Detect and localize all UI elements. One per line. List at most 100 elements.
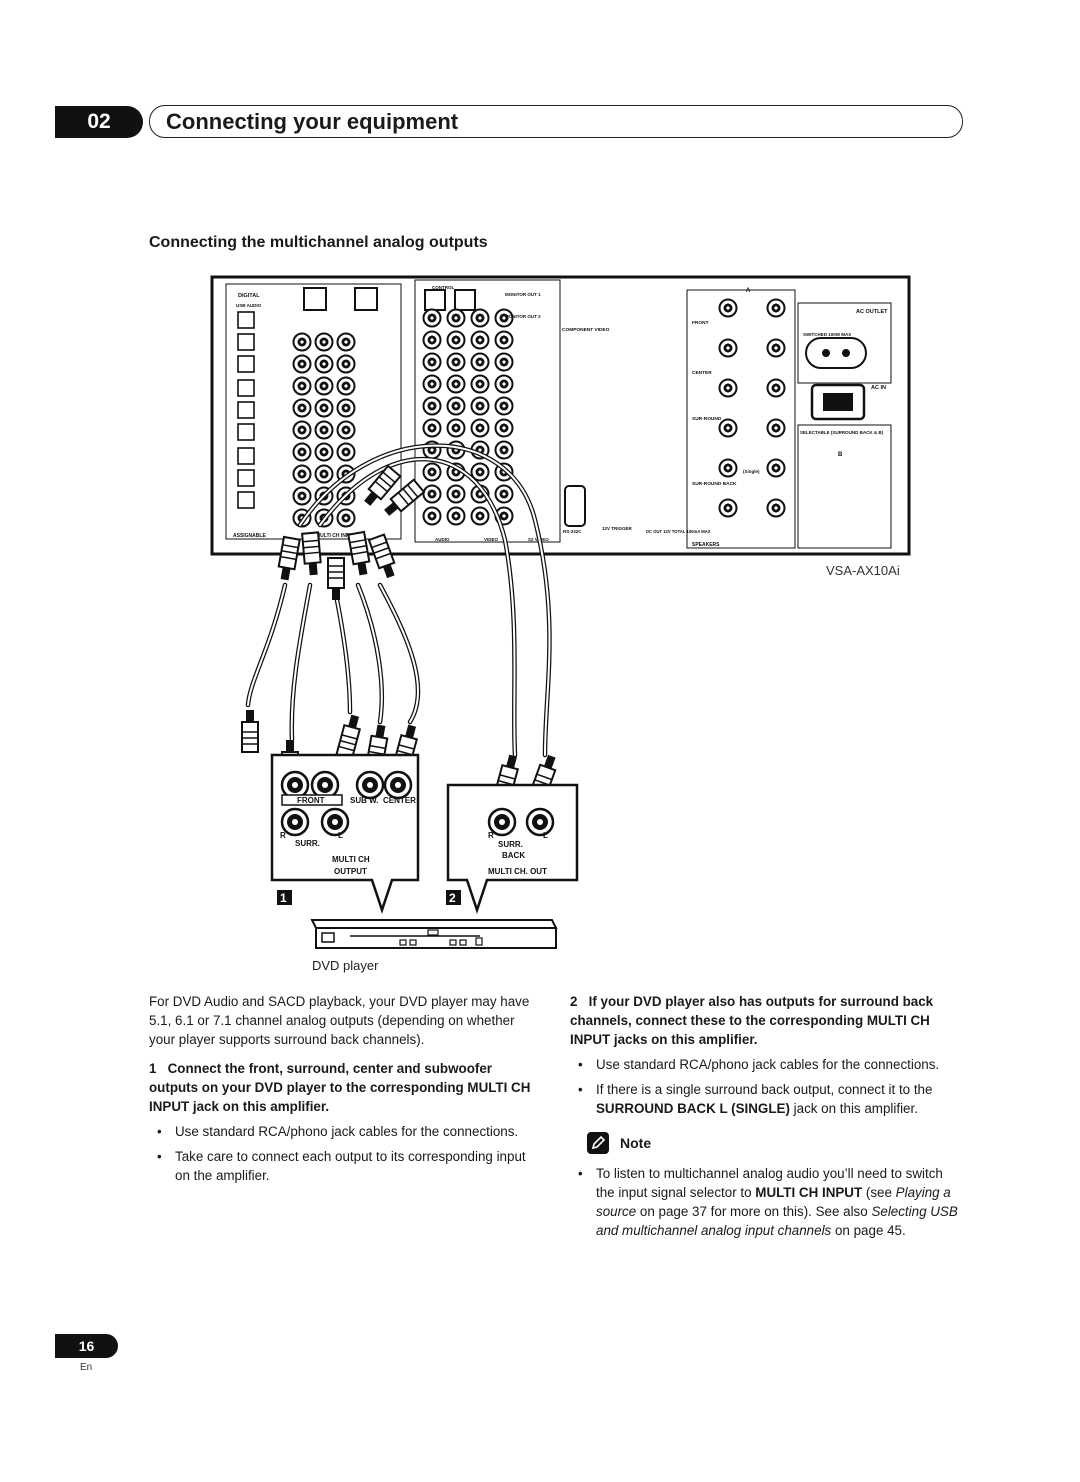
rca-jack [314,354,334,374]
model-name: VSA-AX10Ai [826,563,900,578]
rca-jack [446,506,466,526]
rca-jack [422,374,442,394]
rca-jack [292,332,312,352]
rca-jack [446,374,466,394]
label-multi-ch-input: MULTI CH INPUT [316,533,356,539]
output2-r-label: R [488,831,494,840]
output-center-label: CENTER [383,796,416,805]
rca-jack [314,332,334,352]
label-trigger: 12V TRIGGER [602,526,633,531]
rca-jack [718,338,738,358]
bullet-text: Use standard RCA/phono jack cables for t… [596,1057,940,1072]
rca-jack [494,418,514,438]
step-1-text: Connect the front, surround, center and … [149,1061,531,1114]
label-assignable: ASSIGNABLE [233,533,266,539]
language-code: En [80,1362,93,1373]
rca-jack [422,418,442,438]
output-l-label: L [338,831,343,840]
rca-jack [766,418,786,438]
rca-jack [336,376,356,396]
note-bold-text: MULTI CH INPUT [755,1185,863,1200]
rca-jack [336,508,356,528]
rca-jack [314,398,334,418]
chapter-title: Connecting your equipment [166,109,459,134]
note-italic-text: Playing a source [596,1185,951,1219]
rca-jack [494,396,514,416]
dvd-player-label: DVD player [312,958,379,973]
bullet-text: Take care to connect each output to its … [175,1149,526,1183]
rca-jack [422,462,442,482]
rca-jack [718,498,738,518]
multi-ch-out-panel: SURR. BACK MULTI CH. OUT R L [446,783,579,914]
output-surr-label: SURR. [295,839,320,848]
output2-back-label: BACK [502,851,525,860]
output2-surr-label: SURR. [498,840,523,849]
rca-jack [718,418,738,438]
rca-jack [336,420,356,440]
label-ac-outlet: AC OUTLET [856,309,888,315]
receiver-rear-panel [210,275,911,556]
left-column: For DVD Audio and SACD playback, your DV… [149,992,544,1191]
right-column: 2 If your DVD player also has outputs fo… [570,992,962,1246]
note-text: To listen to multichannel analog audio y… [596,1166,943,1200]
label-rs232c: RS-232C [563,529,582,534]
list-item: •Use standard RCA/phono jack cables for … [578,1057,940,1072]
rca-jack [314,376,334,396]
output2-multi-ch-out-label: MULTI CH. OUT [488,867,547,876]
rca-jack [292,376,312,396]
rca-jack [292,486,312,506]
label-single: (Single) [743,469,760,474]
list-item: •Use standard RCA/phono jack cables for … [157,1124,519,1139]
output-subw-label: SUB W. [350,796,378,805]
rca-jack [766,338,786,358]
output-multich-label: MULTI CH [332,855,370,864]
rca-jack [336,442,356,462]
rca-jack [336,332,356,352]
bullet-text: Use standard RCA/phono jack cables for t… [175,1124,519,1139]
connection-diagram: DIGITAL USB AUDIO CONTROL MONITOR OUT 1 … [210,275,911,949]
rca-jack [446,396,466,416]
note-italic-text2: Selecting USB and multichannel analog in… [596,1204,958,1238]
label-audio: AUDIO [435,537,450,542]
rca-jack [494,374,514,394]
label-control: CONTROL [432,285,454,290]
rca-jack [470,418,490,438]
label-surround-back: SUR-ROUND BACK [692,481,737,487]
label-switched: SWITCHED 100W MAX [803,332,851,337]
label-monitor-out2: MONITOR OUT 2 [505,314,541,319]
rca-jack [292,442,312,462]
step-2-text: If your DVD player also has outputs for … [570,994,934,1047]
label-component-video: COMPONENT VIDEO [562,327,610,333]
step-2-number: 2 [570,994,578,1009]
page-number: 16 [55,1334,118,1358]
rca-jack [470,352,490,372]
rca-jack [766,298,786,318]
rca-jack [446,352,466,372]
label-monitor-out1: MONITOR OUT 1 [505,292,541,297]
output-front-label: FRONT [297,796,325,805]
rca-jack [470,374,490,394]
output2-l-label: L [543,831,548,840]
rca-jack [766,498,786,518]
label-digital: DIGITAL [238,293,260,299]
callout-2: 2 [449,891,456,905]
label-speaker-b: B [838,452,843,458]
rca-jack [766,378,786,398]
label-dc-out: DC OUT 12V TOTAL 100mA MAX [646,529,711,534]
label-surround: SUR-ROUND [692,416,722,422]
rca-jack [446,484,466,504]
section-title: Connecting the multichannel analog outpu… [149,234,488,251]
note-item: •To listen to multichannel analog audio … [578,1166,958,1238]
list-item: •If there is a single surround back outp… [578,1082,933,1116]
chapter-number: 02 [55,106,143,138]
label-ac-in: AC IN [871,385,886,391]
rca-jack [494,440,514,460]
pencil-icon [587,1132,609,1154]
multi-ch-output-panel: FRONT SUB W. CENTER SURR. MULTI CH OUTPU… [270,753,420,914]
rca-jack [718,298,738,318]
note-text-mid: (see [862,1185,896,1200]
label-selectable: SELECTABLE (SURROUND BACK & B) [800,430,884,435]
rca-jack [314,442,334,462]
rca-jack [494,330,514,350]
rca-jack [446,330,466,350]
